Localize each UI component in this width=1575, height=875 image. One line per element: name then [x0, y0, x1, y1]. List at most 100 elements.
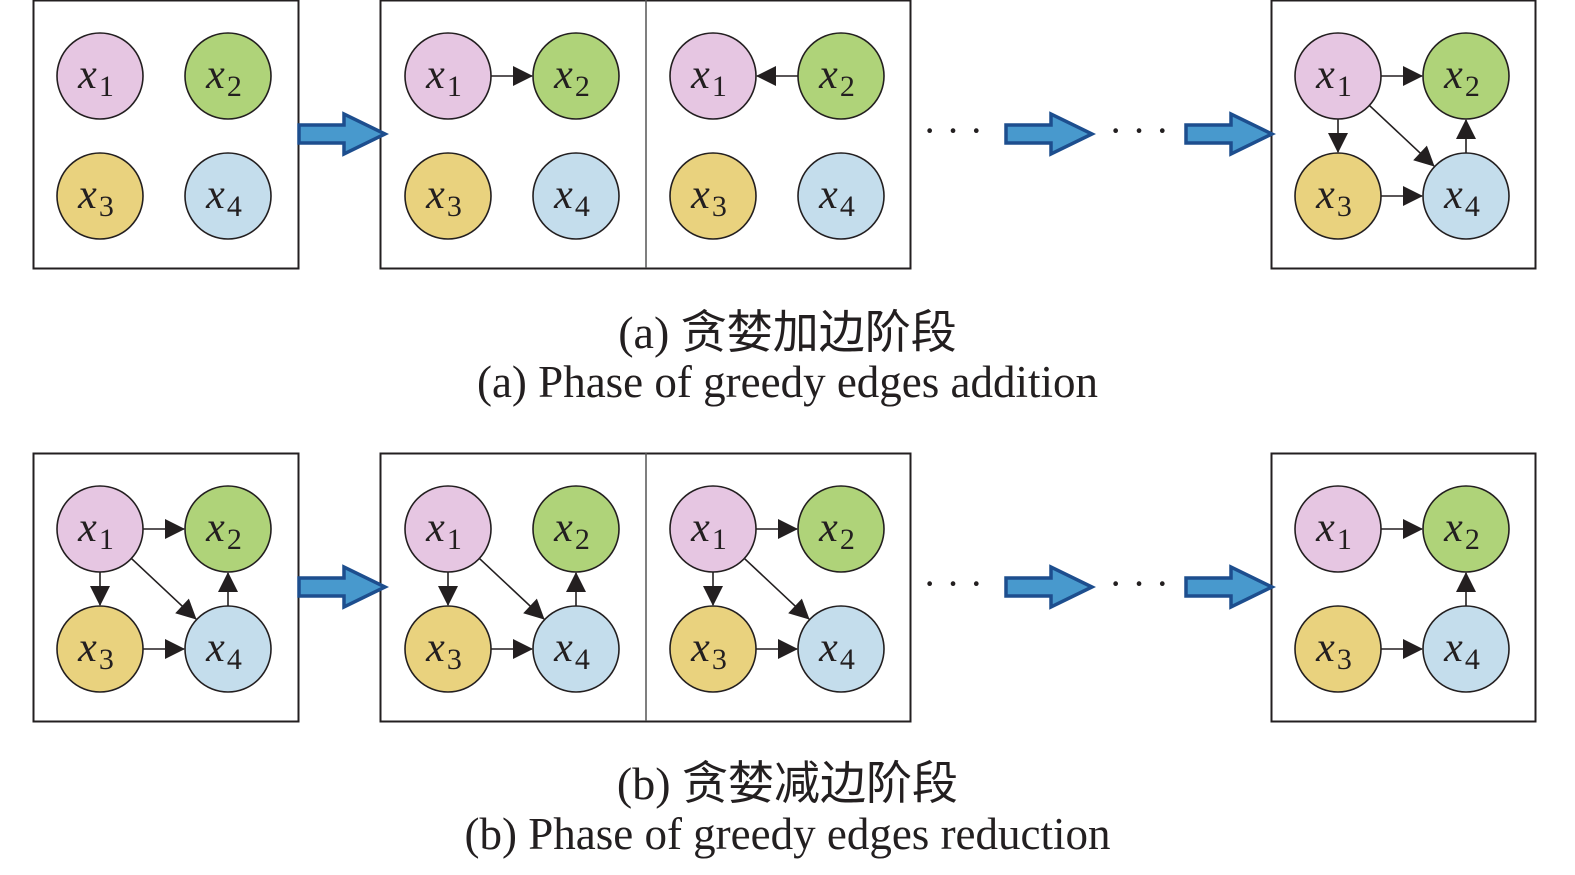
node-label-x1: x1: [690, 52, 727, 103]
arrowhead-x1-to-x3: [703, 586, 723, 606]
node-circle-x1: [1294, 485, 1382, 573]
node-circle-x2: [184, 485, 272, 573]
arrowhead-x1-to-x2: [778, 519, 798, 539]
node-x4: x4: [184, 152, 272, 240]
node-x2: x2: [1422, 32, 1510, 120]
node-x3: x3: [1294, 152, 1382, 240]
reduction-ellipsis-2: · · ·: [1109, 561, 1169, 606]
node-label-x1: x1: [425, 505, 462, 556]
node-label-x3: x3: [425, 625, 462, 676]
node-x3: x3: [56, 605, 144, 693]
node-circle-x1: [404, 485, 492, 573]
node-x1: x1: [1294, 32, 1382, 120]
node-label-x4: x4: [205, 625, 242, 676]
node-circle-x3: [669, 605, 757, 693]
node-x1: x1: [669, 485, 757, 573]
node-x2: x2: [1422, 485, 1510, 573]
caption-a-chinese: (a) 贪婪加边阶段: [618, 307, 957, 358]
arrowhead-x2-to-x1: [756, 66, 776, 86]
node-label-x4: x4: [818, 172, 855, 223]
arrowhead-x1-to-x2: [513, 66, 533, 86]
addition-result-graph: x1 x2 x3 x4: [1294, 32, 1510, 240]
node-x4: x4: [184, 605, 272, 693]
node-circle-x2: [184, 32, 272, 120]
node-circle-x1: [404, 32, 492, 120]
addition-transition-arrow-2: [1004, 111, 1096, 157]
node-circle-x4: [797, 605, 885, 693]
node-x3: x3: [1294, 605, 1382, 693]
arrowhead-x4-to-x2: [218, 572, 238, 592]
node-circle-x3: [1294, 605, 1382, 693]
node-label-x4: x4: [553, 172, 590, 223]
node-x2: x2: [184, 485, 272, 573]
reduction-initial-full-graph: x1 x2 x3 x4: [56, 485, 272, 693]
node-x2: x2: [797, 485, 885, 573]
node-x3: x3: [56, 152, 144, 240]
node-x1: x1: [56, 485, 144, 573]
addition-transition-arrow-3: [1184, 111, 1276, 157]
arrowhead-x4-to-x2: [566, 572, 586, 592]
node-x4: x4: [1422, 605, 1510, 693]
node-circle-x4: [184, 152, 272, 240]
node-circle-x4: [1422, 605, 1510, 693]
arrowhead-x4-to-x2: [1456, 572, 1476, 592]
node-circle-x2: [1422, 32, 1510, 120]
node-circle-x3: [404, 605, 492, 693]
node-circle-x4: [532, 605, 620, 693]
node-label-x4: x4: [1443, 625, 1480, 676]
node-label-x4: x4: [1443, 172, 1480, 223]
addition-ellipsis-2: · · ·: [1109, 108, 1169, 153]
addition-initial-empty-graph: x1 x2 x3 x4: [56, 32, 272, 240]
node-circle-x2: [797, 485, 885, 573]
reduction-transition-arrow-3: [1184, 564, 1276, 610]
arrowhead-x1-to-x3: [438, 586, 458, 606]
addition-candidate-x2-to-x1: x1 x2 x3 x4: [669, 32, 885, 240]
addition-candidate-x1-to-x2: x1 x2 x3 x4: [404, 32, 620, 240]
node-circle-x2: [532, 485, 620, 573]
node-label-x3: x3: [77, 625, 114, 676]
node-circle-x1: [56, 32, 144, 120]
node-x1: x1: [669, 32, 757, 120]
node-circle-x3: [1294, 152, 1382, 240]
arrowhead-x1-to-x2: [1403, 519, 1423, 539]
arrowhead-x3-to-x4: [1403, 639, 1423, 659]
node-label-x2: x2: [1443, 52, 1480, 103]
node-circle-x2: [532, 32, 620, 120]
reduction-transition-arrow-1: [297, 564, 389, 610]
reduction-result-graph: x1 x2 x3 x4: [1294, 485, 1510, 693]
node-x2: x2: [797, 32, 885, 120]
node-circle-x4: [1422, 152, 1510, 240]
node-x4: x4: [532, 605, 620, 693]
node-label-x4: x4: [553, 625, 590, 676]
caption-a-english: (a) Phase of greedy edges addition: [476, 357, 1099, 407]
node-label-x3: x3: [690, 625, 727, 676]
node-label-x2: x2: [818, 505, 855, 556]
node-circle-x3: [56, 605, 144, 693]
node-x3: x3: [404, 152, 492, 240]
node-label-x1: x1: [425, 52, 462, 103]
node-label-x1: x1: [77, 52, 114, 103]
node-circle-x3: [56, 152, 144, 240]
caption-b-english: (b) Phase of greedy edges reduction: [464, 809, 1111, 859]
reduction-candidate-remove-x4-x2: x1 x2 x3 x4: [669, 485, 885, 693]
node-label-x2: x2: [205, 52, 242, 103]
arrowhead-x3-to-x4: [778, 639, 798, 659]
node-x3: x3: [669, 152, 757, 240]
node-label-x2: x2: [553, 52, 590, 103]
node-x4: x4: [1422, 152, 1510, 240]
node-label-x2: x2: [1443, 505, 1480, 556]
arrowhead-x1-to-x4: [1413, 145, 1435, 167]
node-x3: x3: [669, 605, 757, 693]
node-label-x3: x3: [425, 172, 462, 223]
arrowhead-x3-to-x4: [1403, 186, 1423, 206]
node-x3: x3: [404, 605, 492, 693]
node-circle-x1: [669, 32, 757, 120]
reduction-ellipsis-1: · · ·: [923, 561, 983, 606]
node-x4: x4: [797, 152, 885, 240]
node-label-x1: x1: [1315, 505, 1352, 556]
node-label-x4: x4: [818, 625, 855, 676]
node-circle-x2: [1422, 485, 1510, 573]
node-label-x3: x3: [1315, 625, 1352, 676]
